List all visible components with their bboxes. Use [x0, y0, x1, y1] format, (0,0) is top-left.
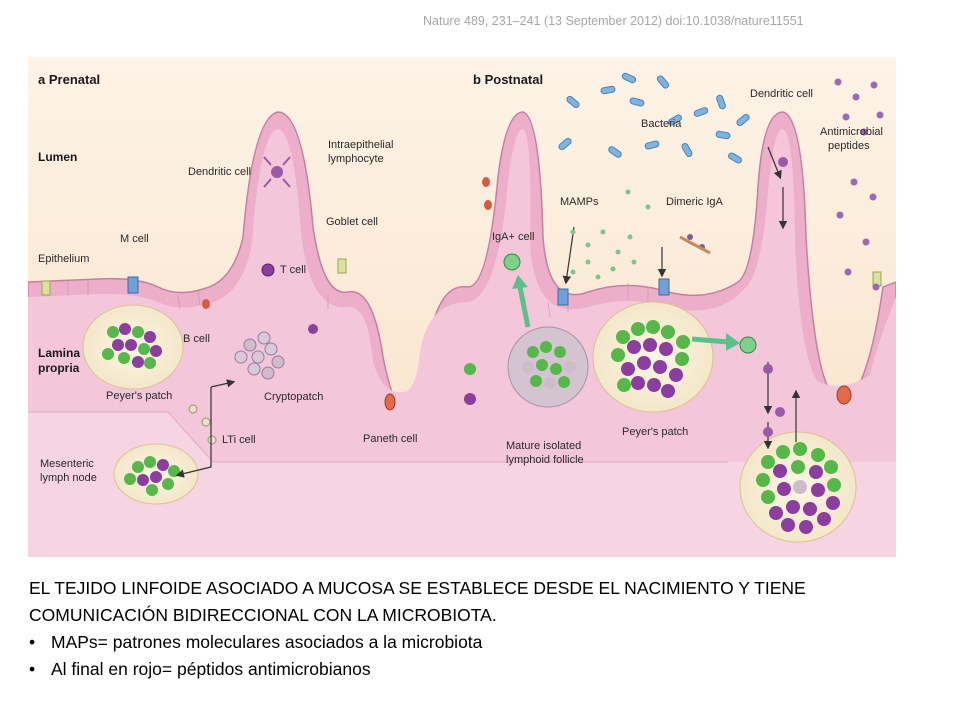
label-paneth-cell: Paneth cell: [363, 433, 417, 445]
label-antimicrobial: Antimicrobial: [820, 126, 883, 138]
citation: Nature 489, 231–241 (13 September 2012) …: [423, 14, 804, 28]
cluster-a: [102, 323, 162, 369]
label-lumen: Lumen: [38, 150, 77, 164]
panel-a-letter: a: [38, 72, 46, 87]
label-lti-cell: LTi cell: [222, 434, 256, 446]
goblet-cell: [337, 258, 347, 274]
t-cell: [261, 263, 275, 277]
paneth-cell: [384, 393, 396, 411]
caption: EL TEJIDO LINFOIDE ASOCIADO A MUCOSA SE …: [29, 575, 939, 683]
label-goblet-cell: Goblet cell: [326, 216, 378, 228]
caption-bullet: • Al final en rojo= péptidos antimicrobia…: [29, 656, 939, 683]
caption-bullet-text: Al final en rojo= péptidos antimicrobian…: [51, 659, 371, 679]
label-bacteria: Bacteria: [641, 118, 682, 130]
m-cell: [127, 276, 139, 294]
label-peyers-patch-b: Peyer's patch: [622, 426, 688, 438]
dendritic-cell-a: [263, 156, 291, 188]
label-lymphocyte: lymphocyte: [328, 153, 384, 165]
gut-immunology-figure: a Prenatal b Postnatal Lumen Epithelium …: [28, 57, 896, 557]
lamina-propria: [28, 129, 896, 557]
iga-cell: [503, 253, 521, 271]
lower-tissue: [28, 412, 896, 557]
label-iga-cell: IgA+ cell: [492, 231, 535, 243]
caption-heading-line2: COMUNICACIÓN BIDIRECCIONAL CON LA MICROB…: [29, 605, 497, 625]
label-mature-isolated: Mature isolated: [506, 440, 581, 452]
label-mamps: MAMPs: [560, 196, 599, 208]
lti-cell: [188, 404, 198, 414]
label-m-cell: M cell: [120, 233, 149, 245]
label-propria: propria: [38, 361, 80, 375]
label-peptides: peptides: [828, 140, 870, 152]
panel-b-letter: b: [473, 72, 481, 87]
caption-bullet-list: • MAPs= patrones moleculares asociados a …: [29, 629, 939, 683]
bullet-icon: •: [29, 632, 36, 652]
bullet-icon: •: [29, 659, 36, 679]
isolated-follicle: [507, 326, 589, 408]
label-peyers-patch-a: Peyer's patch: [106, 390, 172, 402]
panel-b-title: Postnatal: [485, 72, 544, 87]
mamps: [570, 189, 651, 280]
peyers-patch-b: [592, 301, 714, 413]
antimicrobial-peptides: [834, 78, 884, 291]
label-b-cell: B cell: [183, 333, 210, 345]
label-lymphoid-follicle: lymphoid follicle: [506, 454, 584, 466]
label-intraepithelial: Intraepithelial: [328, 139, 393, 151]
label-lymph-node: lymph node: [40, 472, 97, 484]
label-t-cell: T cell: [280, 264, 306, 276]
cryptopatch: [234, 331, 285, 380]
label-dendritic-cell-b: Dendritic cell: [750, 88, 813, 100]
label-dendritic-cell-a: Dendritic cell: [188, 166, 251, 178]
panel-a-title: Prenatal: [49, 72, 100, 87]
caption-bullet-text: MAPs= patrones moleculares asociados a l…: [51, 632, 483, 652]
svg-text:a Prenatal: a Prenatal: [38, 72, 100, 87]
label-mesenteric: Mesenteric: [40, 458, 94, 470]
svg-text:b Postnatal: b Postnatal: [473, 72, 543, 87]
label-lamina: Lamina: [38, 346, 80, 360]
caption-bullet: • MAPs= patrones moleculares asociados a …: [29, 629, 939, 656]
label-dimeric-iga: Dimeric IgA: [666, 196, 724, 208]
caption-heading-line1: EL TEJIDO LINFOIDE ASOCIADO A MUCOSA SE …: [29, 578, 806, 598]
label-epithelium: Epithelium: [38, 253, 89, 265]
bacteria: [558, 72, 750, 164]
label-cryptopatch: Cryptopatch: [264, 391, 323, 403]
